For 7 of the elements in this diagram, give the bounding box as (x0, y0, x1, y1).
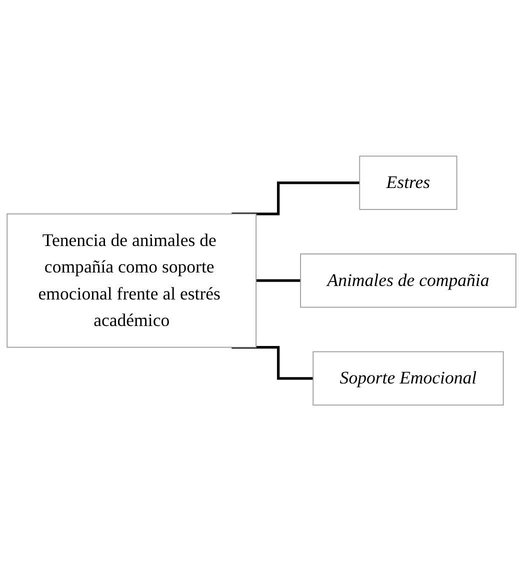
connector (232, 182, 361, 216)
connector (232, 346, 314, 380)
node-box: Soporte Emocional (312, 352, 504, 406)
node-box: Estres (359, 156, 458, 210)
connector (256, 280, 302, 282)
node-box: Tenencia de animales de compañía como soporte emocional frente al estrés académico (6, 214, 257, 348)
node-box: Animales de compañia (300, 254, 516, 308)
